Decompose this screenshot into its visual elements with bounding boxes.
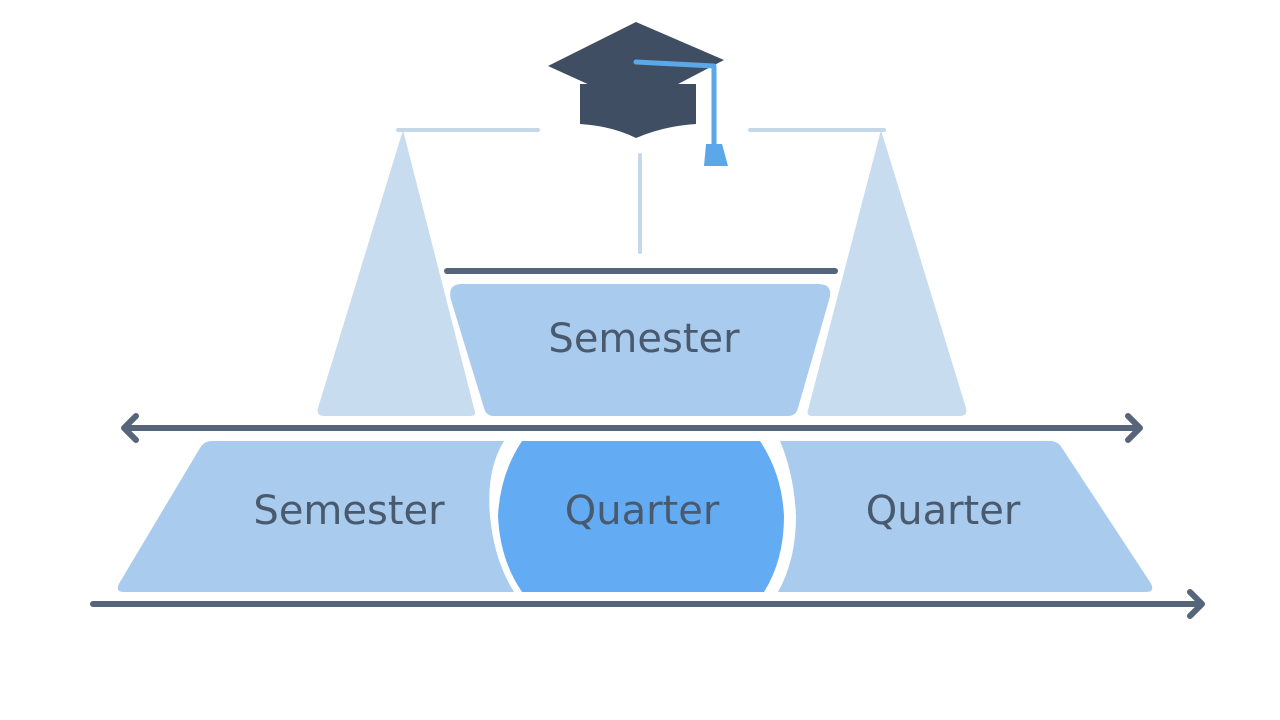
top-semester-label: Semester bbox=[548, 316, 740, 362]
cap-tassel-cord bbox=[633, 59, 717, 151]
lower-arrow bbox=[90, 589, 1205, 619]
bottom-semester-block bbox=[117, 441, 514, 592]
bottom-quarter-label-right: Quarter bbox=[866, 488, 1021, 534]
arrowhead-lower bbox=[1187, 589, 1205, 619]
bottom-quarter-label-center: Quarter bbox=[565, 488, 720, 534]
cap-tassel bbox=[704, 144, 728, 166]
top-semester-block bbox=[450, 284, 831, 416]
upper-double-arrow bbox=[121, 413, 1143, 443]
arrowhead-right bbox=[1125, 413, 1143, 443]
bottom-semester-label: Semester bbox=[253, 488, 445, 534]
bottom-quarter-block-right bbox=[778, 441, 1153, 592]
cap-base bbox=[580, 84, 696, 138]
bottom-quarter-block-center bbox=[498, 441, 784, 592]
right-triangle-support bbox=[807, 130, 967, 416]
arrowhead-left bbox=[121, 413, 139, 443]
graduation-cap-icon bbox=[548, 22, 728, 166]
connector-lines bbox=[396, 128, 886, 254]
left-triangle-support bbox=[317, 130, 476, 416]
